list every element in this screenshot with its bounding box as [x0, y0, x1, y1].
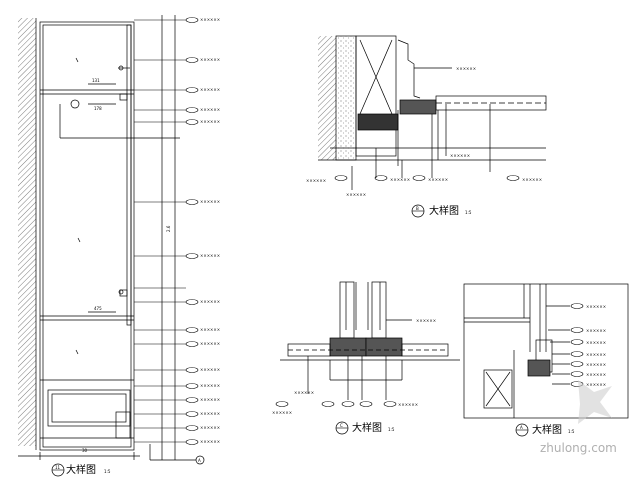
svg-text:××××××: ××××××: [200, 299, 220, 304]
dim-b: 178: [94, 106, 102, 111]
section-marker: A: [198, 458, 201, 463]
svg-text:××××××: ××××××: [200, 425, 220, 430]
svg-text:××××××: ××××××: [416, 318, 436, 323]
svg-text:××××××: ××××××: [200, 411, 220, 416]
svg-text:××××××: ××××××: [586, 304, 606, 309]
svg-text:××××××: ××××××: [200, 383, 220, 388]
svg-text:11: 11: [55, 465, 61, 470]
svg-text:××××××: ××××××: [200, 327, 220, 332]
svg-text:C: C: [340, 423, 343, 428]
detail-right-title: A 大样图 1:5: [515, 423, 575, 437]
dim-c: 475: [94, 306, 102, 311]
dim-side: 2.6: [166, 225, 171, 232]
svg-text:××××××: ××××××: [200, 439, 220, 444]
svg-text:1:5: 1:5: [568, 429, 575, 434]
detail-right-tags: ×××××× ×××××× ×××××× ×××××× ×××××× ×××××…: [570, 303, 606, 387]
detail-right-view: [463, 283, 629, 419]
detail-mid-title: C 大样图 1:5: [335, 421, 395, 435]
svg-text:××××××: ××××××: [200, 253, 220, 258]
svg-text:1:5: 1:5: [388, 427, 395, 432]
svg-text:1:5: 1:5: [465, 210, 472, 215]
svg-text:××××××: ××××××: [586, 328, 606, 333]
watermark-logo: [578, 380, 612, 424]
svg-text:××××××: ××××××: [398, 402, 418, 407]
svg-text:1:5: 1:5: [104, 469, 111, 474]
detail-top-tags: ×××××× ×××××× ×××××× ×××××× ×××××× ×××××…: [306, 66, 542, 197]
svg-text:××××××: ××××××: [586, 362, 606, 367]
elevation-view: [18, 15, 205, 465]
elevation-tags: [134, 17, 199, 445]
svg-text:××××××: ××××××: [586, 352, 606, 357]
svg-text:××××××: ××××××: [200, 107, 220, 112]
svg-text:××××××: ××××××: [200, 17, 220, 22]
svg-text:××××××: ××××××: [200, 57, 220, 62]
dim-a: 131: [92, 78, 100, 83]
wall-hatch: [18, 18, 36, 446]
svg-text:××××××: ××××××: [390, 177, 410, 182]
dim-bottom: 30: [82, 448, 88, 453]
detail-mid-view: [280, 281, 460, 400]
detail-mid-title-text: 大样图: [352, 421, 382, 434]
detail-mid-tags: ×××××× ×××××× ×××××× ××××××: [272, 318, 436, 415]
detail-top-title: B 大样图 1:5: [411, 204, 472, 218]
watermark-url: zhulong.com: [540, 441, 617, 455]
svg-text:××××××: ××××××: [200, 87, 220, 92]
svg-text:××××××: ××××××: [586, 340, 606, 345]
svg-text:××××××: ××××××: [200, 341, 220, 346]
detail-top-view: [318, 35, 547, 190]
svg-text:××××××: ××××××: [272, 410, 292, 415]
detail-right-title-text: 大样图: [532, 423, 562, 436]
svg-text:××××××: ××××××: [428, 177, 448, 182]
svg-text:××××××: ××××××: [450, 153, 470, 158]
elevation-title: 11 大样图 1:5: [51, 463, 111, 477]
svg-text:××××××: ××××××: [200, 367, 220, 372]
svg-text:××××××: ××××××: [586, 372, 606, 377]
svg-text:××××××: ××××××: [200, 397, 220, 402]
svg-text:××××××: ××××××: [306, 178, 326, 183]
svg-text:B: B: [416, 206, 419, 211]
svg-text:××××××: ××××××: [522, 177, 542, 182]
svg-text:××××××: ××××××: [346, 192, 366, 197]
elevation-notes: ×××××× ×××××× ×××××× ×××××× ×××××× ×××××…: [200, 17, 220, 444]
svg-text:××××××: ××××××: [200, 199, 220, 204]
elevation-title-text: 大样图: [66, 463, 96, 476]
svg-text:××××××: ××××××: [586, 382, 606, 387]
svg-text:××××××: ××××××: [200, 119, 220, 124]
svg-text:A: A: [520, 425, 523, 430]
detail-top-title-text: 大样图: [429, 204, 459, 217]
svg-text:××××××: ××××××: [294, 390, 314, 395]
svg-text:××××××: ××××××: [456, 66, 476, 71]
